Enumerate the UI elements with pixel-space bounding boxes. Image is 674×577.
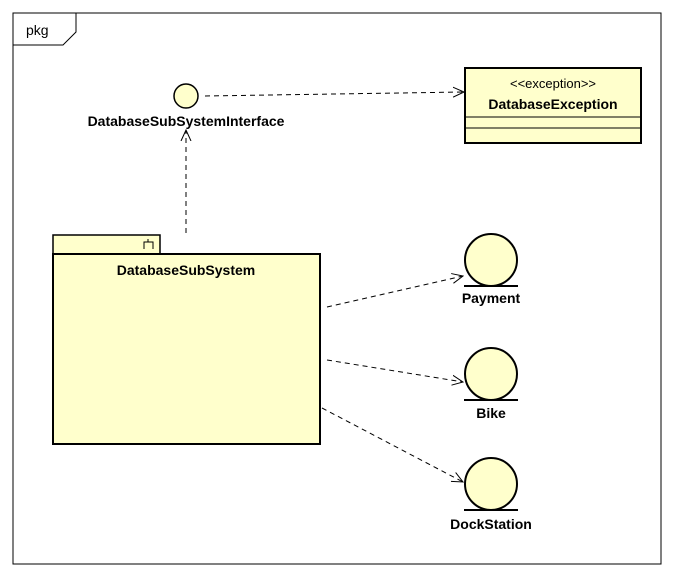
entity-name: Bike bbox=[476, 405, 506, 421]
entity-dockstation[interactable]: DockStation bbox=[450, 457, 532, 532]
entity-name: DockStation bbox=[450, 516, 532, 532]
subsystem-package[interactable]: DatabaseSubSystem bbox=[52, 234, 321, 445]
exception-class-name: DatabaseException bbox=[488, 96, 617, 112]
edge-interface-to-exception bbox=[204, 92, 464, 96]
interface-circle-icon bbox=[173, 83, 199, 109]
entity-circle-icon bbox=[464, 457, 518, 511]
exception-stereotype: <<exception>> bbox=[510, 76, 596, 91]
entity-circle-icon bbox=[464, 347, 518, 401]
frame-label: pkg bbox=[26, 22, 49, 38]
exception-class-box[interactable]: <<exception>> DatabaseException bbox=[464, 67, 642, 144]
subsystem-name: DatabaseSubSystem bbox=[117, 262, 256, 278]
edge-subsystem-to-bike bbox=[326, 359, 463, 382]
entity-name: Payment bbox=[462, 290, 521, 306]
interface-name: DatabaseSubSystemInterface bbox=[88, 113, 285, 129]
entity-payment[interactable]: Payment bbox=[462, 233, 521, 306]
subsystem-component-icon bbox=[143, 239, 154, 249]
frame-tab bbox=[13, 13, 77, 46]
entity-circle-icon bbox=[464, 233, 518, 287]
entity-bike[interactable]: Bike bbox=[464, 347, 518, 421]
dependency-edges bbox=[186, 92, 464, 482]
interface-node[interactable]: DatabaseSubSystemInterface bbox=[88, 83, 285, 129]
